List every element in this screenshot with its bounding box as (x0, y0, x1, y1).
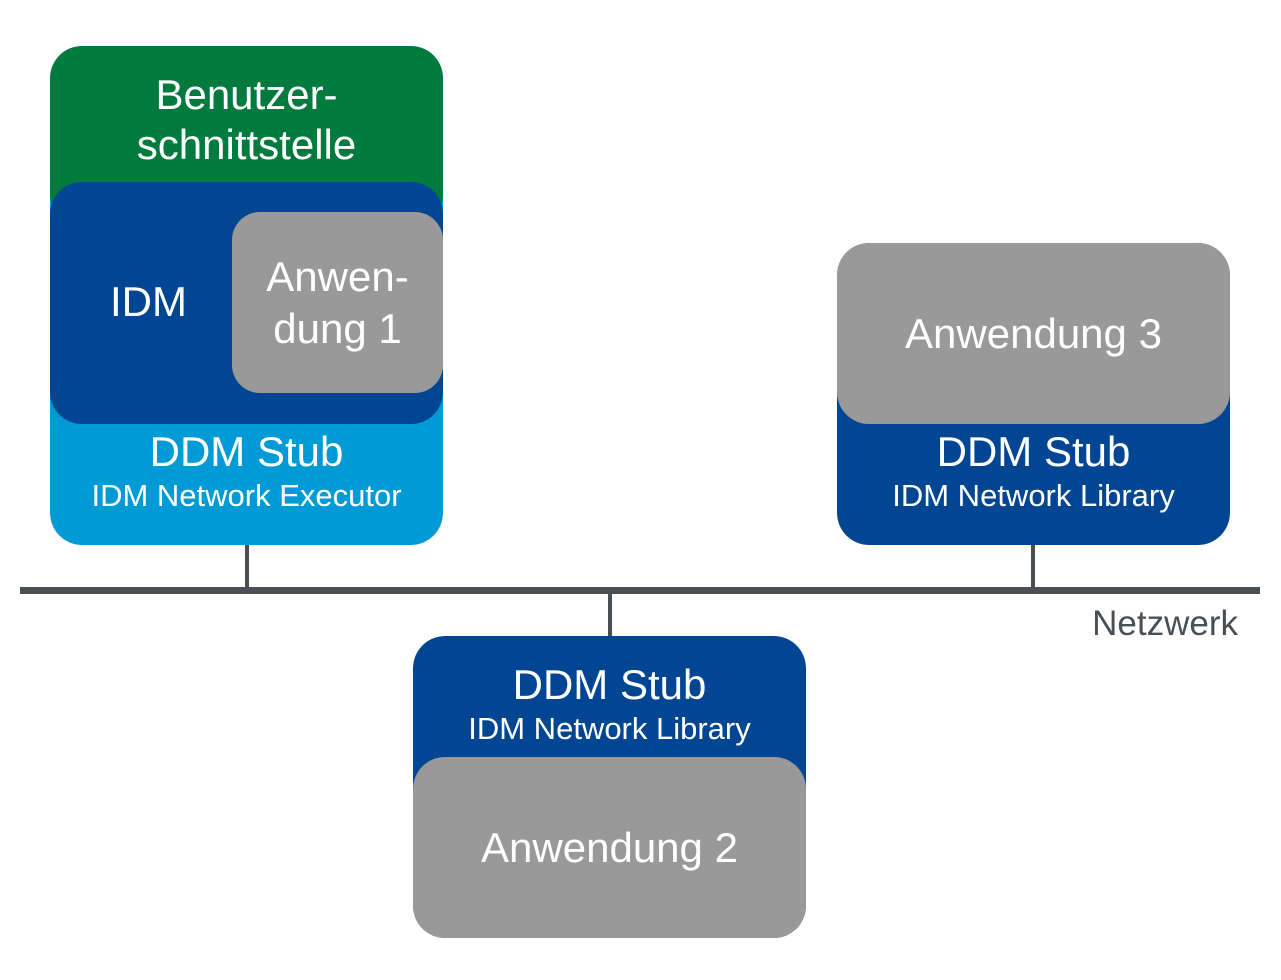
node-application-2: DDM Stub IDM Network Library Anwendung 2 (413, 636, 806, 938)
stub-subtitle: IDM Network Library (892, 478, 1175, 513)
ui-label-line1: Benutzer- (155, 71, 338, 118)
stub-title: DDM Stub (936, 428, 1131, 475)
app2-label: Anwendung 2 (481, 823, 738, 871)
idm-label: IDM (110, 278, 187, 325)
network-bus-line (20, 587, 1260, 594)
connector-node2 (608, 592, 612, 636)
network-label: Netzwerk (1092, 604, 1238, 643)
connector-node3 (1031, 545, 1035, 589)
application-2-block: Anwendung 2 (413, 757, 806, 938)
node-application-3: DDM Stub IDM Network Library Anwendung 3 (837, 243, 1230, 545)
app1-label-line1: Anwen- (266, 252, 409, 300)
stub-subtitle: IDM Network Executor (91, 478, 402, 513)
node-executor: DDM Stub IDM Network Executor Benutzer- … (50, 46, 443, 545)
stub-title: DDM Stub (512, 661, 707, 708)
app3-label: Anwendung 3 (905, 309, 1162, 357)
ui-label-line2: schnittstelle (136, 121, 357, 168)
application-1-block: Anwen- dung 1 (232, 212, 443, 393)
stub-subtitle: IDM Network Library (468, 711, 751, 746)
application-3-block: Anwendung 3 (837, 243, 1230, 424)
app1-label-line2: dung 1 (273, 304, 402, 352)
connector-node1 (245, 545, 249, 589)
stub-title: DDM Stub (149, 428, 344, 475)
